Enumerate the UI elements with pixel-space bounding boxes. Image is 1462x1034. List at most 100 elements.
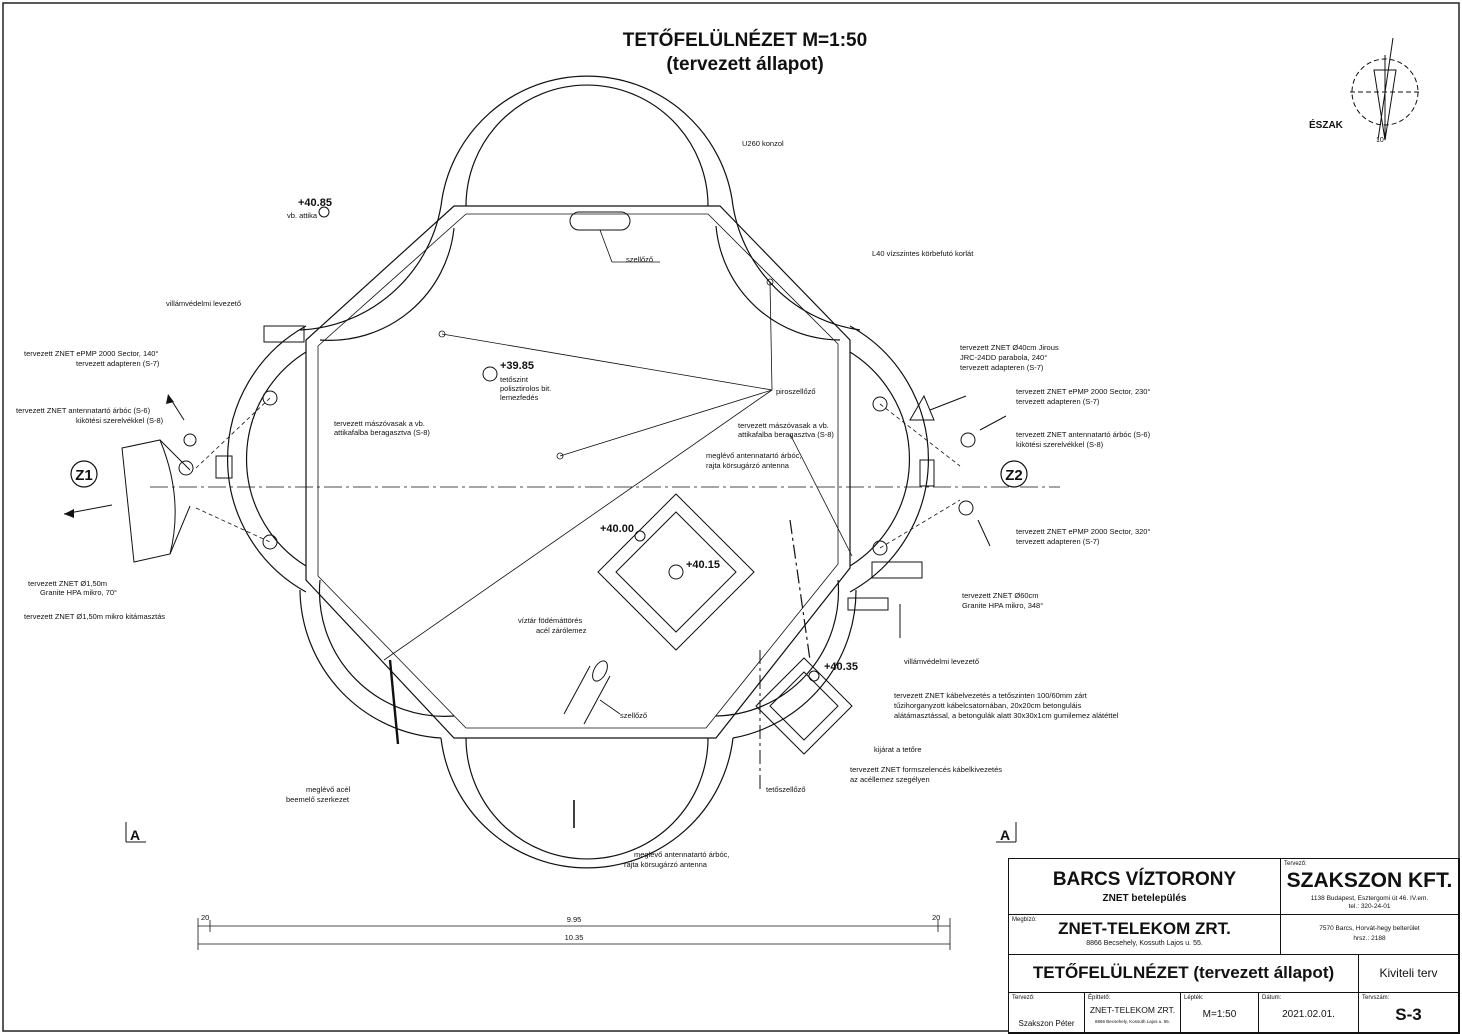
lobe-top-inner [465, 84, 709, 207]
tb-drawing-title: TETŐFELÜLNÉZET (tervezett állapot) [1009, 955, 1359, 993]
lobe-right-outer [849, 325, 930, 593]
lobe-br-inner [715, 579, 840, 717]
svg-text:tervezett ZNET ePMP 2000 Secto: tervezett ZNET ePMP 2000 Sector, 140° [24, 349, 158, 358]
title-block: BARCS VÍZTORONY ZNET betelepülés Tervező… [1008, 858, 1460, 1034]
svg-text:rajta körsugárzó antenna: rajta körsugárzó antenna [624, 860, 708, 869]
svg-text:tervezett adapteren (S-7): tervezett adapteren (S-7) [1016, 537, 1100, 546]
svg-text:villámvédelmi levezető: villámvédelmi levezető [166, 299, 241, 308]
level-markers [318, 206, 820, 682]
tb-project: BARCS VÍZTORONY ZNET betelepülés [1009, 859, 1281, 915]
svg-text:tervezett ZNET ePMP 2000 Secto: tervezett ZNET ePMP 2000 Sector, 320° [1016, 527, 1150, 536]
svg-text:L40 vízszintes körbefutó korlá: L40 vízszintes körbefutó korlát [872, 249, 974, 258]
svg-text:lemezfedés: lemezfedés [500, 393, 539, 402]
svg-text:meglévő antennatartó árbóc,: meglévő antennatartó árbóc, [634, 850, 729, 859]
level-top-left: +40.85 [298, 197, 332, 209]
svg-text:rajta körsugárzó antenna: rajta körsugárzó antenna [706, 461, 790, 470]
north-arrow-icon [1350, 37, 1420, 141]
svg-text:beemelő szerkezet: beemelő szerkezet [286, 795, 350, 804]
lobe-tl-inner [319, 227, 455, 341]
svg-text:Granite HPA mikro, 348°: Granite HPA mikro, 348° [962, 601, 1043, 610]
z2-circle [1000, 460, 1028, 488]
svg-text:az acéllemez szegélyen: az acéllemez szegélyen [850, 775, 930, 784]
lobe-right-inner [849, 351, 911, 567]
svg-text:tervezett adapteren (S-7): tervezett adapteren (S-7) [76, 359, 160, 368]
lobe-bottom-inner [465, 737, 709, 860]
svg-text:tetőszint: tetőszint [500, 375, 529, 384]
svg-text:tervezett adapteren (S-7): tervezett adapteren (S-7) [1016, 397, 1100, 406]
bottom-vent [563, 660, 611, 725]
tb-phase: Kiviteli terv [1359, 955, 1459, 993]
svg-text:kikötési szerelvékkel (S-8): kikötési szerelvékkel (S-8) [76, 416, 164, 425]
tb-f-epitteto: Építtető: ZNET-TELEKOM ZRT. 8866 Becsehe… [1085, 993, 1181, 1033]
svg-text:tervezett ZNET Ø1,50m: tervezett ZNET Ø1,50m [28, 579, 107, 588]
tb-site: 7570 Barcs, Horvát-hegy belterület hrsz.… [1281, 915, 1459, 955]
svg-text:tűzihorganyzott kábelcsatornáb: tűzihorganyzott kábelcsatornában, 20x20c… [894, 701, 1081, 710]
svg-text:tervezett adapteren (S-7): tervezett adapteren (S-7) [960, 363, 1044, 372]
svg-text:tervezett mászóvasak a vb.: tervezett mászóvasak a vb. [738, 421, 829, 430]
svg-text:meglévő acél: meglévő acél [306, 785, 351, 794]
roof-hatch [597, 493, 755, 651]
level-hatch-b: +40.15 [686, 559, 720, 571]
tb-f-tervezo: Tervező: Szakszon Péter [1009, 993, 1085, 1033]
svg-text:attikafalba beragasztva (S-8): attikafalba beragasztva (S-8) [334, 428, 430, 437]
lobe-top-outer [440, 75, 734, 207]
level-roof: +39.85 [500, 360, 534, 372]
svg-text:JRC-24DD parabola, 240°: JRC-24DD parabola, 240° [960, 353, 1047, 362]
svg-text:20: 20 [201, 913, 209, 922]
svg-text:víztár födémáttörés: víztár födémáttörés [518, 616, 582, 625]
svg-text:vb. attika: vb. attika [287, 211, 318, 220]
svg-text:kijárat a tetőre: kijárat a tetőre [874, 745, 922, 754]
level-hatch-c: +40.35 [824, 661, 858, 673]
svg-text:tervezett ZNET antennatartó ár: tervezett ZNET antennatartó árbóc (S-6) [16, 406, 151, 415]
section-mark-left: A [130, 827, 140, 843]
plan-annotations: U260 konzol szellőző L40 vízszintes körb… [16, 139, 1151, 869]
svg-text:tervezett ZNET kábelvezetés a: tervezett ZNET kábelvezetés a tetőszinte… [894, 691, 1088, 700]
tb-designer: Tervező: SZAKSZON KFT. 1138 Budapest, Es… [1281, 859, 1459, 915]
svg-text:villámvédelmi levezető: villámvédelmi levezető [904, 657, 979, 666]
svg-text:tervezett ZNET Ø40cm Jirous: tervezett ZNET Ø40cm Jirous [960, 343, 1059, 352]
drawing-title: TETŐFELÜLNÉZET M=1:50 [623, 29, 867, 51]
lobe-bottom-outer [440, 737, 734, 869]
svg-text:Granite HPA mikro, 70°: Granite HPA mikro, 70° [40, 588, 117, 597]
north-label: ÉSZAK [1309, 118, 1344, 131]
svg-text:tervezett ZNET Ø1,50m mikro ki: tervezett ZNET Ø1,50m mikro kitámasztás [24, 612, 165, 621]
roof-exit [755, 657, 853, 755]
svg-text:acél zárólemez: acél zárólemez [536, 626, 587, 635]
z1-dish-icon [121, 390, 278, 563]
svg-text:attikafalba beragasztva (S-8): attikafalba beragasztva (S-8) [738, 430, 834, 439]
svg-text:piroszellőző: piroszellőző [776, 387, 816, 396]
dim-outer: 10.35 [565, 933, 584, 942]
svg-text:polisztirolos bit.: polisztirolos bit. [500, 384, 551, 393]
svg-text:tervezett ZNET Ø60cm: tervezett ZNET Ø60cm [962, 591, 1039, 600]
level-hatch-a: +40.00 [600, 523, 634, 535]
svg-text:tervezett ZNET formszelencés k: tervezett ZNET formszelencés kábelkiveze… [850, 765, 1002, 774]
svg-text:20: 20 [932, 913, 940, 922]
svg-text:tervezett ZNET antennatartó ár: tervezett ZNET antennatartó árbóc (S-6) [1016, 430, 1151, 439]
lobe-tl-outer [299, 205, 442, 331]
svg-text:tetőszellőző: tetőszellőző [766, 785, 806, 794]
dim-inner: 9.95 [567, 915, 582, 924]
north-angle: 10° [1376, 136, 1387, 144]
svg-text:tervezett mászóvasak a vb.: tervezett mászóvasak a vb. [334, 419, 425, 428]
z1-arrowhead [64, 509, 74, 518]
tb-f-number: Tervszám: S-3 [1359, 993, 1459, 1033]
z1-circle [70, 460, 98, 488]
dimension-lines [197, 918, 951, 950]
top-vent [569, 211, 631, 231]
inner-octagon [305, 205, 851, 739]
z2-label: Z2 [1005, 467, 1023, 484]
tb-f-date: Dátum: 2021.02.01. [1259, 993, 1359, 1033]
lobe-left-outer [226, 325, 307, 593]
lobe-bl-outer [299, 589, 442, 739]
svg-text:szellőző: szellőző [620, 711, 647, 720]
drawing-subtitle: (tervezett állapot) [666, 54, 823, 75]
z1-label: Z1 [75, 467, 93, 484]
lobe-tr-inner [715, 225, 841, 341]
z2-equipment-icon [847, 394, 976, 611]
tb-client: Megbízó: ZNET-TELEKOM ZRT. 8866 Becsehel… [1009, 915, 1281, 955]
svg-text:szellőző: szellőző [626, 255, 653, 264]
svg-text:kikötési szerelvékkel (S-8): kikötési szerelvékkel (S-8) [1016, 440, 1104, 449]
